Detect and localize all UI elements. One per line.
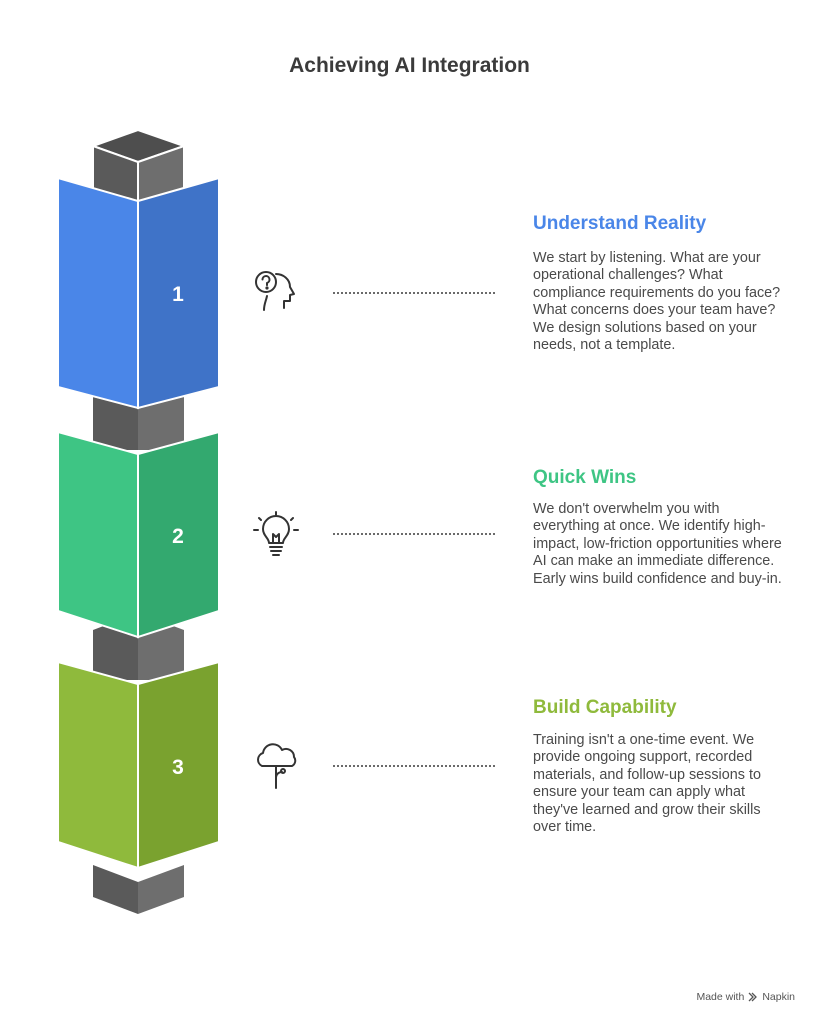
connector-1: [333, 292, 495, 294]
step-3-title: Build Capability: [533, 697, 677, 718]
cloud-growth-icon: [257, 743, 297, 789]
step-2-description: We don't overwhelm you with everything a…: [533, 501, 782, 587]
head-question-icon: [255, 271, 295, 311]
step-1-description: We start by listening. What are your ope…: [533, 250, 781, 354]
step-2-title: Quick Wins: [533, 467, 637, 488]
block-2: 2: [57, 430, 220, 639]
footer-credit: Made with Napkin: [696, 991, 795, 1003]
brand-label: Napkin: [762, 991, 795, 1003]
step-3-description: Training isn't a one-time event. We prov…: [533, 732, 761, 836]
made-with-label: Made with: [696, 991, 745, 1003]
block-2-number: 2: [172, 525, 184, 548]
diagram-title: Achieving AI Integration: [289, 54, 530, 77]
block-1-number: 1: [172, 283, 184, 306]
connector-3: [333, 765, 495, 767]
step-1-title: Understand Reality: [533, 213, 707, 234]
lightbulb-icon: [253, 511, 299, 556]
napkin-logo-icon: [748, 992, 758, 1002]
block-3: 3: [57, 660, 220, 870]
connector-2: [333, 533, 495, 535]
block-3-number: 3: [172, 756, 184, 779]
block-1: 1: [57, 176, 220, 410]
